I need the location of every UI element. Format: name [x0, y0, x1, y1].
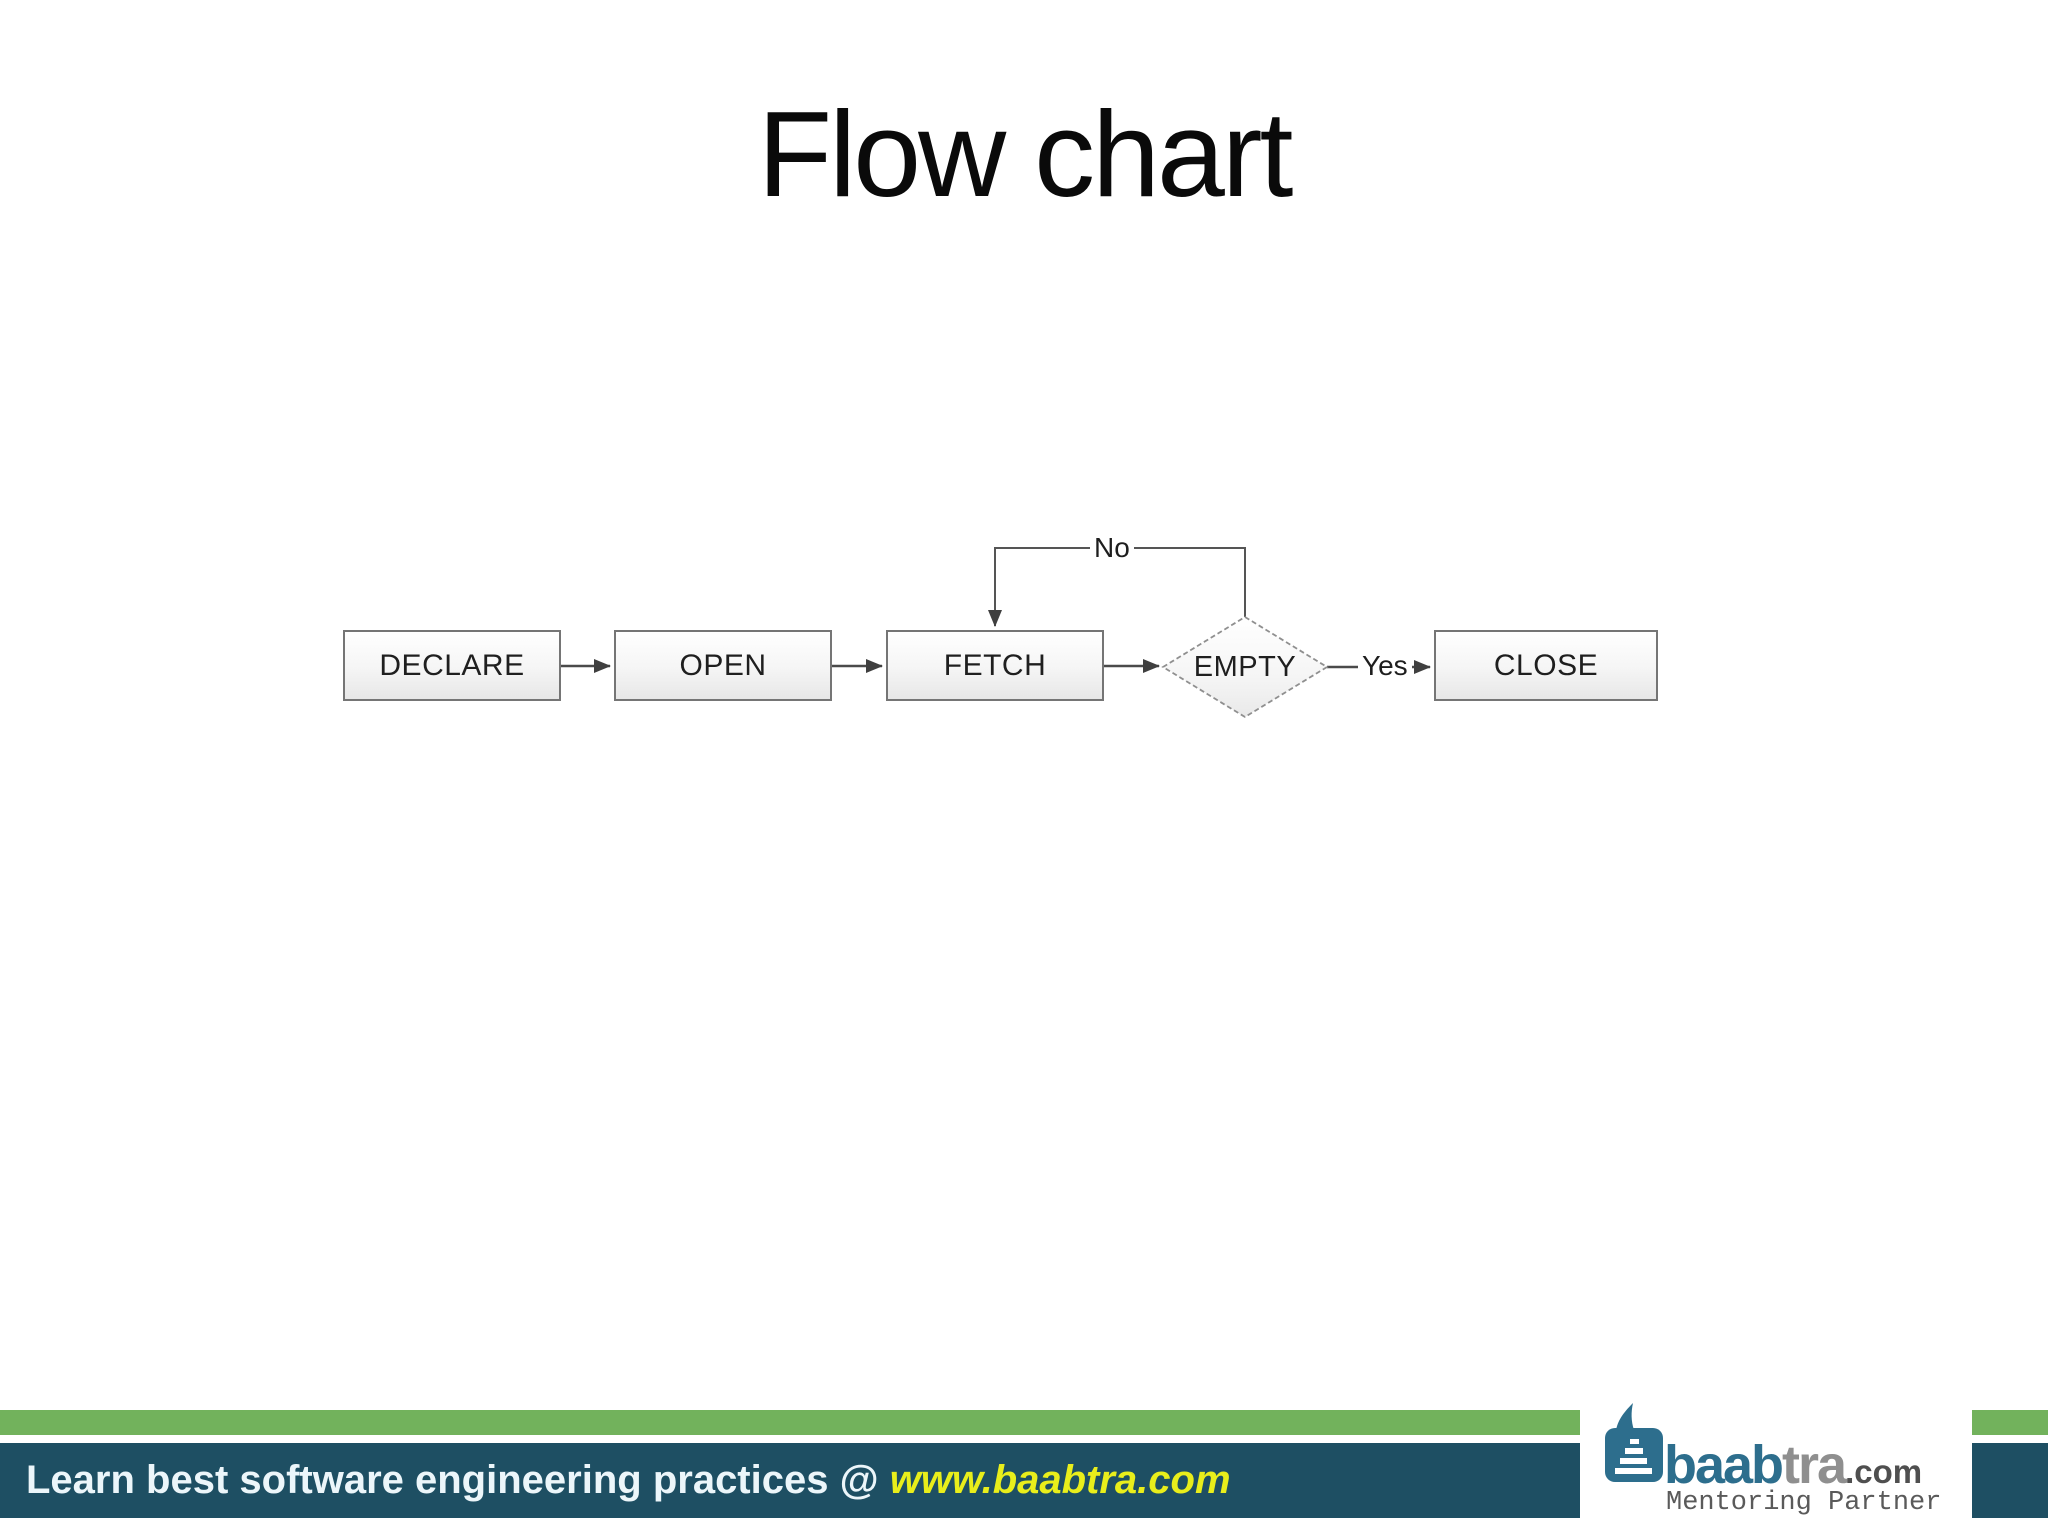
node-label: EMPTY — [1193, 650, 1297, 683]
flowchart-node-fetch: FETCH — [886, 630, 1104, 701]
brand-suffix: tra — [1782, 1435, 1847, 1495]
brand-tagline: Mentoring Partner — [1666, 1488, 1942, 1518]
edge-label-no: No — [1090, 531, 1134, 565]
flowchart-node-open: OPEN — [614, 630, 832, 701]
baabtra-wordmark: baabtra.com — [1664, 1434, 1922, 1496]
brand-prefix: baab — [1664, 1435, 1784, 1495]
flowchart-node-empty: EMPTY — [1163, 646, 1327, 688]
footer-link: www.baabtra.com — [889, 1458, 1231, 1502]
logo-panel: baabtra.com Mentoring Partner — [1580, 1376, 1972, 1536]
page-title: Flow chart — [757, 86, 1294, 222]
node-label: DECLARE — [379, 648, 525, 682]
footer-message: Learn best software engineering practice… — [26, 1458, 890, 1502]
baabtra-logo-icon — [1605, 1403, 1663, 1482]
node-label: CLOSE — [1493, 648, 1599, 682]
flowchart-node-close: CLOSE — [1434, 630, 1658, 701]
node-label: FETCH — [943, 648, 1047, 682]
edge-label-yes: Yes — [1358, 649, 1412, 683]
decision-diamond-shape — [1161, 615, 1329, 719]
brand-tld: .com — [1845, 1453, 1923, 1490]
node-label: OPEN — [679, 648, 767, 682]
flowchart-node-declare: DECLARE — [343, 630, 561, 701]
